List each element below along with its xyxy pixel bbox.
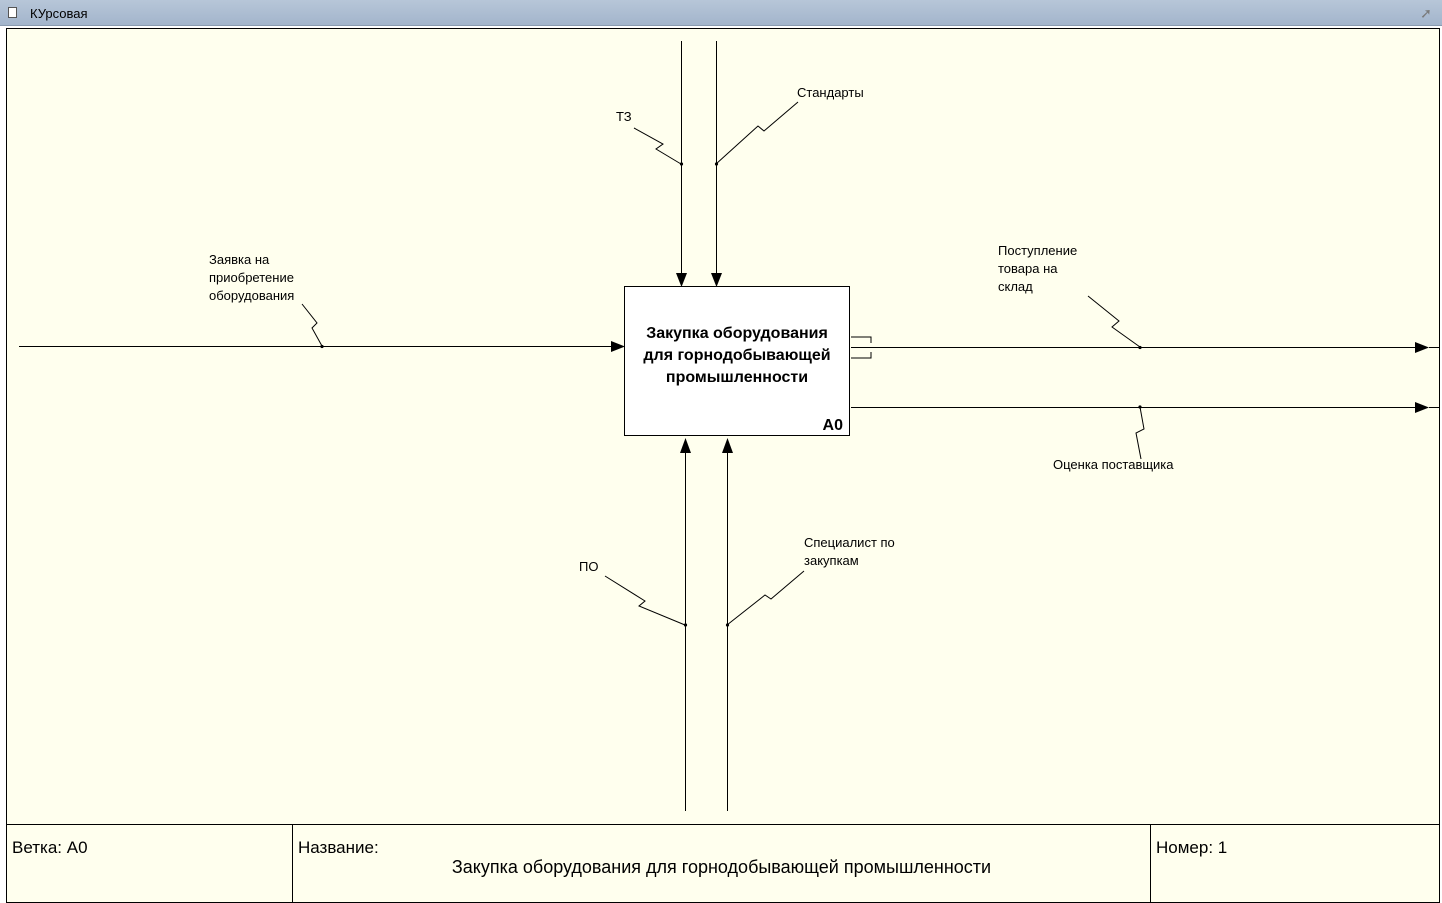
squiggle-input xyxy=(301,303,323,347)
footer-name-value: Закупка оборудования для горнодобывающей… xyxy=(451,857,992,877)
footer-branch-cell: Ветка: A0 xyxy=(7,825,293,902)
window-titlebar: КУрсовая ➚ xyxy=(0,0,1442,26)
activity-name: Закупка оборудования для горнодобывающей… xyxy=(643,325,831,386)
control-label-standards[interactable]: Стандарты xyxy=(797,85,864,100)
squiggle-po xyxy=(604,575,686,626)
footer-branch: Ветка: A0 xyxy=(12,838,88,857)
document-icon xyxy=(8,7,17,18)
footer-name-cell: Название: Закупка оборудования для горно… xyxy=(293,825,1151,902)
input-label[interactable]: Заявка на приобретение оборудования xyxy=(209,252,295,303)
squiggle-receipt xyxy=(1087,295,1141,348)
squiggle-standards xyxy=(715,101,799,165)
mechanism-label-specialist[interactable]: Специалист по закупкам xyxy=(804,535,895,568)
output-label-receipt[interactable]: Поступление товара на склад xyxy=(998,243,1078,294)
activity-box[interactable]: Закупка оборудования для горнодобывающей… xyxy=(624,286,850,436)
squiggle-tz xyxy=(633,127,682,165)
arrows-layer xyxy=(19,41,1439,811)
footer-number: Номер: 1 xyxy=(1156,838,1228,857)
mechanism-label-po[interactable]: ПО xyxy=(579,559,599,574)
activity-node-number: A0 xyxy=(822,417,843,434)
window-title: КУрсовая xyxy=(30,6,88,21)
diagram-footer: Ветка: A0 Название: Закупка оборудования… xyxy=(6,824,1440,903)
pin-icon[interactable]: ➚ xyxy=(1420,5,1432,21)
squiggle-evaluation xyxy=(1135,406,1145,460)
squiggle-specialist xyxy=(726,570,805,626)
output-label-evaluation[interactable]: Оценка поставщика xyxy=(1053,457,1174,472)
footer-name-label: Название: xyxy=(298,838,379,857)
control-label-tz[interactable]: ТЗ xyxy=(616,109,632,124)
footer-number-cell: Номер: 1 xyxy=(1151,825,1439,902)
